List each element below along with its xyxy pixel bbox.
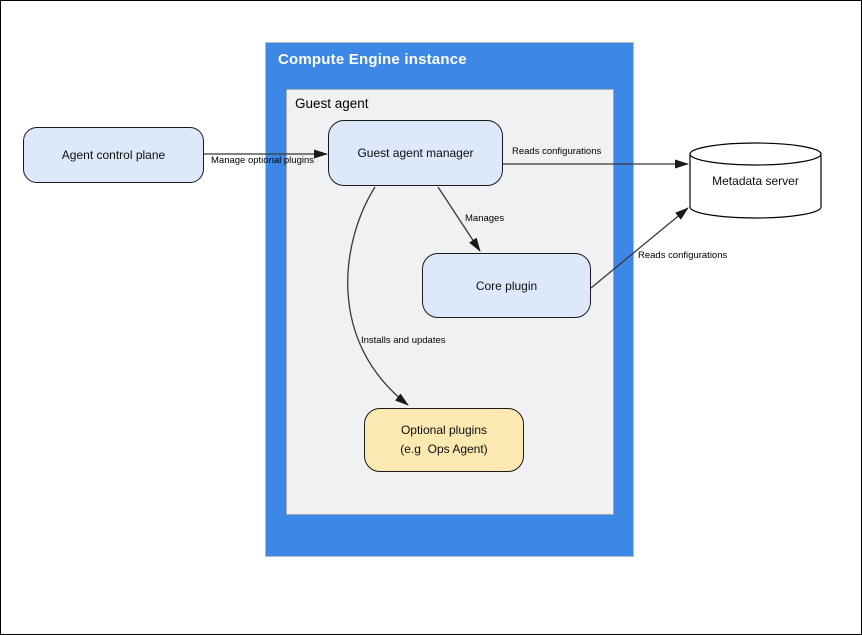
guest-agent-title: Guest agent	[295, 96, 369, 111]
edge-installs-and-updates	[347, 186, 409, 406]
edge-label-reads-configurations-core: Reads configurations	[638, 250, 728, 261]
metadata-server-label: Metadata server	[712, 173, 799, 188]
node-metadata-server: Metadata server	[690, 143, 821, 218]
edge-manages	[437, 186, 481, 252]
agent-control-plane-label: Agent control plane	[61, 148, 166, 162]
edge-label-manages: Manages	[465, 213, 505, 224]
edge-label-manage-optional-plugins: Manage optional plugins	[211, 155, 314, 166]
metadata-server-shape	[689, 142, 822, 219]
core-plugin-label: Core plugin	[475, 278, 538, 293]
edge-label-reads-configurations-manager: Reads configurations	[512, 146, 602, 157]
node-guest-agent-manager: Guest agent manager	[328, 120, 503, 186]
node-optional-plugins: Optional plugins (e.g Ops Agent)	[364, 408, 524, 472]
optional-plugins-label-line1: Optional plugins	[400, 423, 488, 438]
edge-label-installs-and-updates: Installs and updates	[361, 335, 446, 346]
node-core-plugin: Core plugin	[422, 253, 591, 318]
node-agent-control-plane: Agent control plane	[23, 127, 204, 183]
guest-agent-manager-label: Guest agent manager	[357, 146, 474, 160]
optional-plugins-label-line2: (e.g Ops Agent)	[400, 442, 488, 456]
compute-engine-instance-title: Compute Engine instance	[278, 51, 467, 68]
edge-reads-configurations-core	[590, 207, 689, 289]
